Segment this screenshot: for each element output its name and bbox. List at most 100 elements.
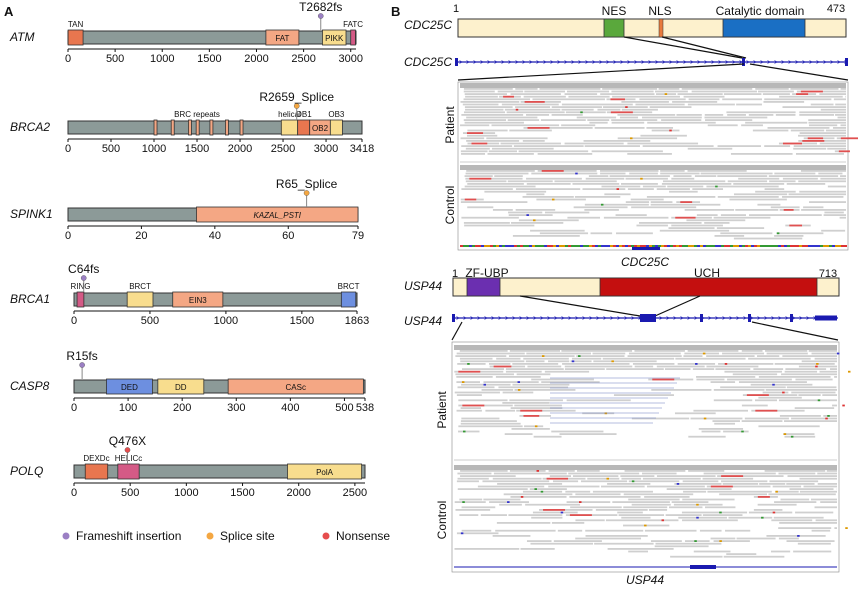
mismatch <box>611 360 614 363</box>
aligned-read <box>819 142 846 145</box>
reference-base <box>568 245 571 247</box>
aligned-read <box>467 129 508 132</box>
reference-base <box>571 245 574 247</box>
reference-base <box>493 245 496 247</box>
mutation-dot-splice <box>303 190 310 196</box>
mismatch <box>536 470 540 472</box>
reference-base <box>778 245 781 247</box>
aligned-read <box>779 522 837 524</box>
reference-base <box>526 245 529 247</box>
cdc25c-nes-domain <box>603 18 625 38</box>
aligned-read <box>722 98 762 101</box>
aligned-read <box>464 93 507 95</box>
reference-base <box>460 245 463 247</box>
aligned-read <box>788 193 846 196</box>
aligned-read <box>495 376 541 378</box>
aligned-read <box>523 357 569 360</box>
aligned-read <box>621 183 658 185</box>
strand-arrow <box>627 60 631 64</box>
reference-base <box>643 245 646 247</box>
aligned-read <box>692 368 715 370</box>
aligned-read <box>509 399 563 402</box>
aligned-read <box>814 506 837 509</box>
aligned-read <box>506 111 565 114</box>
aligned-read <box>827 147 846 150</box>
aligned-read <box>594 127 645 129</box>
mutation-label: Q476X <box>109 434 146 448</box>
reference-base <box>784 245 787 247</box>
mutation-label: C64fs <box>68 262 99 276</box>
strand-arrow <box>620 60 624 64</box>
tick-label: 500 <box>106 53 124 65</box>
aligned-read <box>683 95 725 98</box>
aligned-read <box>464 224 535 227</box>
aligned-read <box>651 389 712 391</box>
aligned-read <box>717 145 761 147</box>
aligned-read <box>691 90 757 93</box>
aligned-read <box>531 516 563 519</box>
exon <box>845 58 848 66</box>
aligned-read <box>617 114 676 116</box>
cdc25c-track-zoom-right <box>749 63 849 81</box>
aligned-read <box>712 420 740 422</box>
aligned-read <box>710 537 736 540</box>
strand-arrow <box>788 60 792 64</box>
gene-name-polq: POLQ <box>10 464 43 478</box>
discordant-read <box>610 98 625 101</box>
aligned-read <box>738 381 807 383</box>
aligned-read <box>715 368 751 370</box>
aligned-read <box>566 501 611 503</box>
aligned-read <box>692 188 724 190</box>
reference-base <box>712 245 715 247</box>
reference-base <box>772 245 775 247</box>
aligned-read <box>766 535 826 537</box>
aligned-read <box>684 540 710 542</box>
tick-label: 0 <box>65 53 71 65</box>
aligned-read <box>832 127 846 129</box>
aligned-read <box>776 232 824 235</box>
aligned-read <box>676 114 702 116</box>
reference-base <box>514 245 517 247</box>
strand-arrow <box>505 316 509 320</box>
strand-arrow <box>610 316 614 320</box>
aligned-read <box>642 472 677 475</box>
aligned-read <box>456 409 482 412</box>
reference-base <box>553 245 556 247</box>
aligned-read <box>774 501 817 503</box>
aligned-read <box>724 370 782 373</box>
aligned-read <box>457 363 486 365</box>
mismatch <box>461 381 465 383</box>
reference-base <box>676 245 679 247</box>
coverage-track <box>454 465 837 470</box>
strand-arrow <box>487 60 491 64</box>
tick-label: 0 <box>71 487 77 499</box>
strand-arrow <box>631 316 635 320</box>
aligned-read <box>753 368 784 370</box>
domain-pola <box>287 463 363 480</box>
strand-arrow <box>480 60 484 64</box>
aligned-read <box>778 537 799 540</box>
aligned-read <box>513 145 584 147</box>
aligned-read <box>565 490 591 493</box>
aligned-read <box>721 480 768 483</box>
aligned-read <box>460 420 517 422</box>
aligned-read <box>508 355 575 357</box>
aligned-read <box>656 475 716 477</box>
strand-arrow <box>543 60 547 64</box>
aligned-read <box>548 470 575 472</box>
reference-base <box>754 245 757 247</box>
aligned-read <box>460 124 490 127</box>
tick-label: 3000 <box>338 53 362 65</box>
usp44-panel: USP44 1 713 ZF-UBP UCH USP44 Patient Con… <box>404 266 851 587</box>
aligned-read <box>832 404 837 407</box>
aligned-read <box>702 477 754 480</box>
exon <box>748 314 751 322</box>
strand-arrow <box>554 316 558 320</box>
strand-arrow <box>624 316 628 320</box>
reference-base <box>502 245 505 247</box>
aligned-read <box>763 101 805 103</box>
usp44-zoom-line-left <box>519 295 641 317</box>
aligned-read <box>696 214 718 216</box>
aligned-read <box>628 550 648 553</box>
